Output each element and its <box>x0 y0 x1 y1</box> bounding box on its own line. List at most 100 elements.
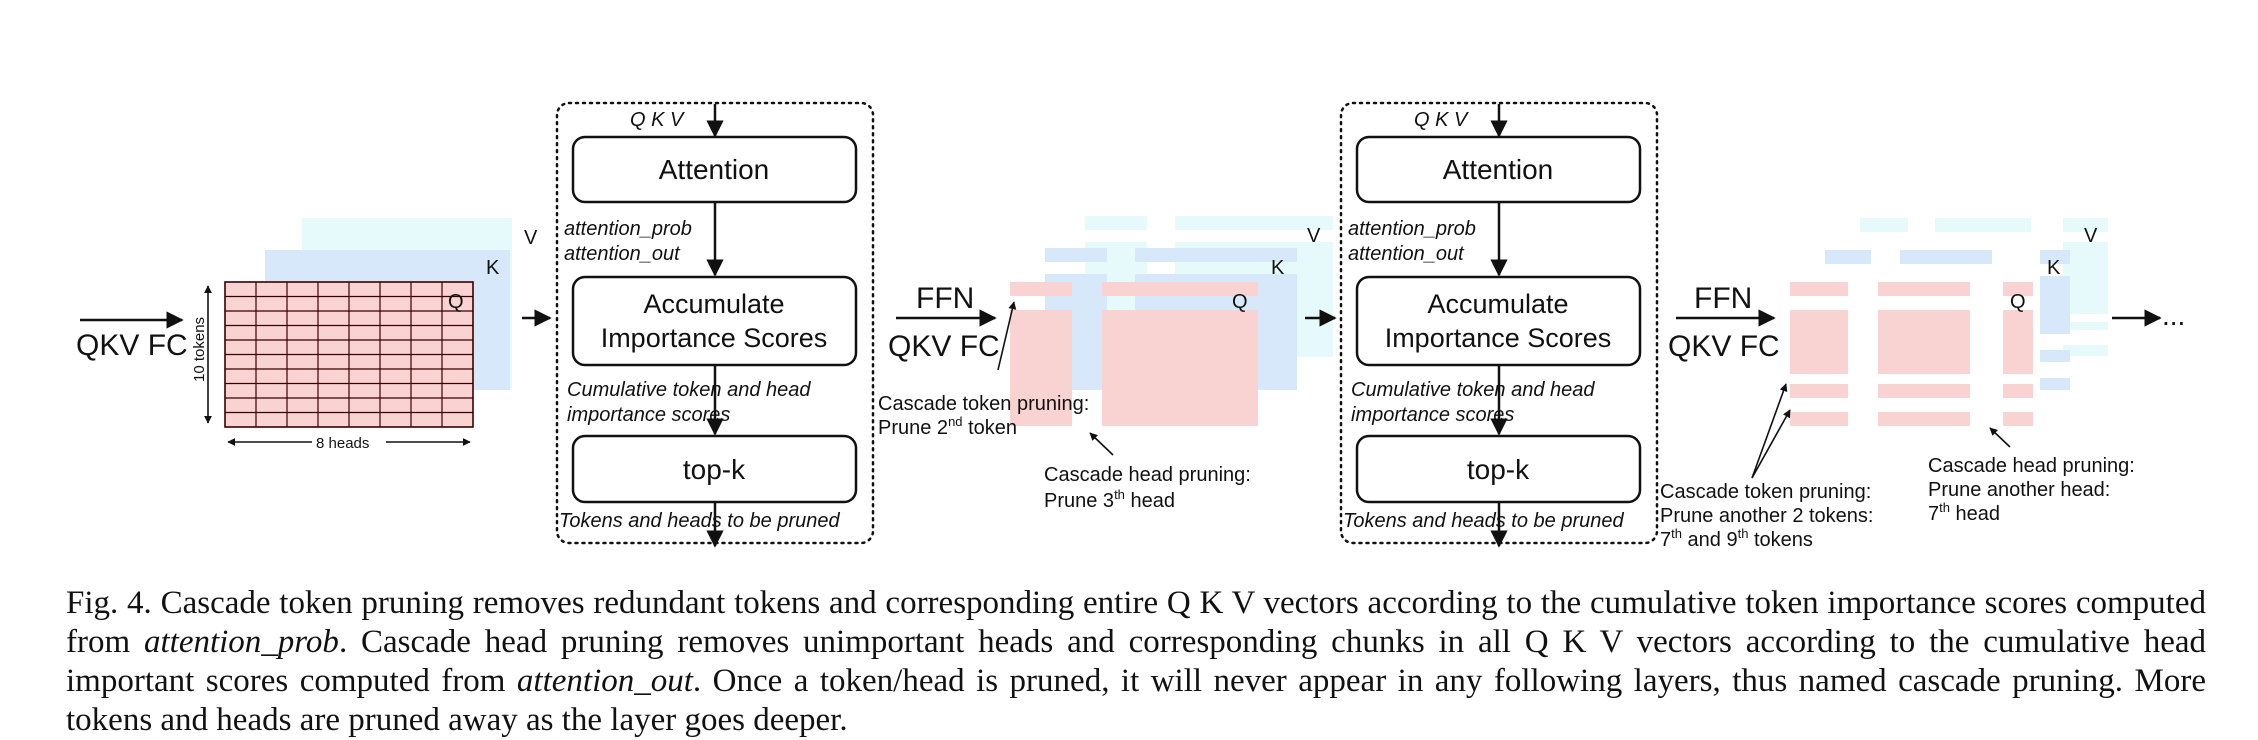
block1-topk-label: top-k <box>683 454 746 485</box>
stage1-q-part <box>1102 282 1258 296</box>
stage1-v-part <box>1175 216 1333 230</box>
stage1-k-part <box>1135 248 1297 262</box>
stage2-q-part <box>1878 412 1970 426</box>
pruning-block-2: Q K V Attention attention_prob attention… <box>1339 101 1659 548</box>
stage2-k-label: K <box>2047 257 2061 279</box>
stage2-head-note-line2: Prune another head: <box>1928 479 2110 501</box>
stage1-token-pointer <box>997 301 1017 371</box>
block2-accumulate-line1: Accumulate <box>1427 289 1568 319</box>
block1-attention-label: Attention <box>659 154 770 185</box>
stage2-token-note-line1: Cascade token pruning: <box>1660 481 1871 503</box>
between-layers-2: FFN QKV FC <box>1668 282 1780 363</box>
stage1-q-part <box>1010 310 1072 426</box>
stage1-k-part <box>1045 248 1107 262</box>
stage2-v-part <box>1860 218 1908 232</box>
block2-pruned-label: Tokens and heads to be pruned <box>1343 510 1624 532</box>
stage2-q-part <box>1878 310 1970 374</box>
figure-caption: Fig. 4. Cascade token pruning removes re… <box>66 584 2206 740</box>
block2-edge-label-1: attention_prob <box>1348 218 1476 240</box>
stage2-q-part <box>1878 384 1970 398</box>
stage2-q-part <box>2003 282 2033 296</box>
block1-edge-label-2: attention_out <box>564 243 681 265</box>
stage2-v-part <box>2063 345 2108 356</box>
block2-topk-box <box>1355 434 1642 504</box>
caption-part-2: . Cascade head pruning removes unimporta… <box>66 624 2206 699</box>
block2-cumulative-line1: Cumulative token and head <box>1351 379 1595 401</box>
k-label: K <box>486 257 500 279</box>
stage2-v-label: V <box>2084 225 2098 247</box>
caption-part-3: . Once a token/head is pruned, it will n… <box>66 663 2206 738</box>
between-layers-1: FFN QKV FC <box>888 282 1000 363</box>
block2-attention-box <box>1355 135 1642 204</box>
stage2-q-part <box>1790 282 1848 296</box>
qkvfc-label: QKV FC <box>76 329 188 362</box>
block1-accumulate-line1: Accumulate <box>643 289 784 319</box>
ffn-label-1: FFN <box>916 282 974 315</box>
stage2-q-part <box>1790 384 1848 398</box>
qkvfc-label-1: QKV FC <box>888 330 1000 363</box>
block2-accumulate-line2: Importance Scores <box>1385 323 1612 353</box>
stage2-k-part <box>2040 378 2070 390</box>
tokens-dimension-label: 10 tokens <box>191 317 208 382</box>
stage1-token-note-line2: Prune 2nd token <box>878 414 1017 439</box>
stage2-q-part <box>2003 412 2033 426</box>
stage2-q-part <box>1790 412 1848 426</box>
continuation-ellipsis: ... <box>2162 300 2185 331</box>
block1-cumulative-line2: importance scores <box>567 404 730 426</box>
caption-part-1: Fig. 4. Cascade token pruning removes re… <box>66 585 2206 660</box>
block2-topk-label: top-k <box>1467 454 1530 485</box>
stage1-v-label: V <box>1307 225 1321 247</box>
stage2-token-pointer-a <box>1751 383 1788 479</box>
caption-italic-attention-out: attention_out <box>516 663 693 699</box>
stage1-matrices: V K Q <box>1010 216 1333 426</box>
block2-cumulative-line2: importance scores <box>1351 404 1514 426</box>
stage1-q-part <box>1102 310 1258 426</box>
block2-qkv-label: Q K V <box>1414 109 1469 131</box>
stage2-k-part <box>2040 350 2070 362</box>
left-input: QKV FC V K Q 10 tokens 8 heads <box>76 218 538 452</box>
stage1-token-note-line1: Cascade token pruning: <box>878 393 1089 415</box>
stage2-q-part <box>1790 310 1848 374</box>
stage2-v-part <box>2063 322 2108 330</box>
stage1-k-label: K <box>1271 257 1285 279</box>
block2-edge-label-2: attention_out <box>1348 243 1465 265</box>
block1-pruned-label: Tokens and heads to be pruned <box>559 510 840 532</box>
caption-italic-attention-prob: attention_prob <box>143 624 339 660</box>
stage2-token-pointer-b <box>1751 409 1791 479</box>
stage2-token-note-line2: Prune another 2 tokens: <box>1660 505 1873 527</box>
block1-topk-box <box>571 434 858 504</box>
stage2-v-part <box>1935 218 2031 232</box>
v-label: V <box>524 227 538 249</box>
stage2-v-part <box>2063 218 2108 232</box>
block1-qkv-label: Q K V <box>630 109 685 131</box>
stage1-q-part <box>1010 282 1072 296</box>
block2-accumulate-box <box>1355 275 1642 367</box>
q-label: Q <box>448 291 464 313</box>
block1-attention-box <box>571 135 858 204</box>
block1-edge-label-1: attention_prob <box>564 218 692 240</box>
q-matrix-grid <box>225 282 473 427</box>
stage2-k-part <box>2040 276 2070 334</box>
ffn-label-2: FFN <box>1694 282 1752 315</box>
block1-cumulative-line1: Cumulative token and head <box>567 379 811 401</box>
stage1-v-part <box>1085 216 1147 230</box>
block1-accumulate-line2: Importance Scores <box>601 323 828 353</box>
stage2-q-part <box>2003 384 2033 398</box>
block1-accumulate-box <box>571 275 858 367</box>
stage2-k-part <box>1825 250 1871 264</box>
qkvfc-label-2: QKV FC <box>1668 330 1780 363</box>
stage2-head-note-line3: 7th head <box>1928 500 2000 525</box>
stage1-head-note-line1: Cascade head pruning: <box>1044 464 1251 486</box>
stage2-head-pointer <box>1989 427 2011 448</box>
stage2-v-part <box>2063 242 2108 314</box>
stage2-q-part <box>1878 282 1970 296</box>
stage2-token-note-line3: 7th and 9th tokens <box>1660 526 1813 551</box>
pruning-block-1: Q K V Attention attention_prob attention… <box>555 101 875 548</box>
stage2-k-part <box>2040 250 2070 264</box>
block2-attention-label: Attention <box>1443 154 1554 185</box>
stage2-q-label: Q <box>2010 291 2026 313</box>
cascade-pruning-diagram: QKV FC V K Q 10 tokens 8 heads Q K V Att… <box>76 101 2185 551</box>
stage2-matrices: V K Q <box>1790 218 2108 426</box>
stage2-head-note-line1: Cascade head pruning: <box>1928 455 2135 477</box>
heads-dimension-label: 8 heads <box>316 435 369 452</box>
